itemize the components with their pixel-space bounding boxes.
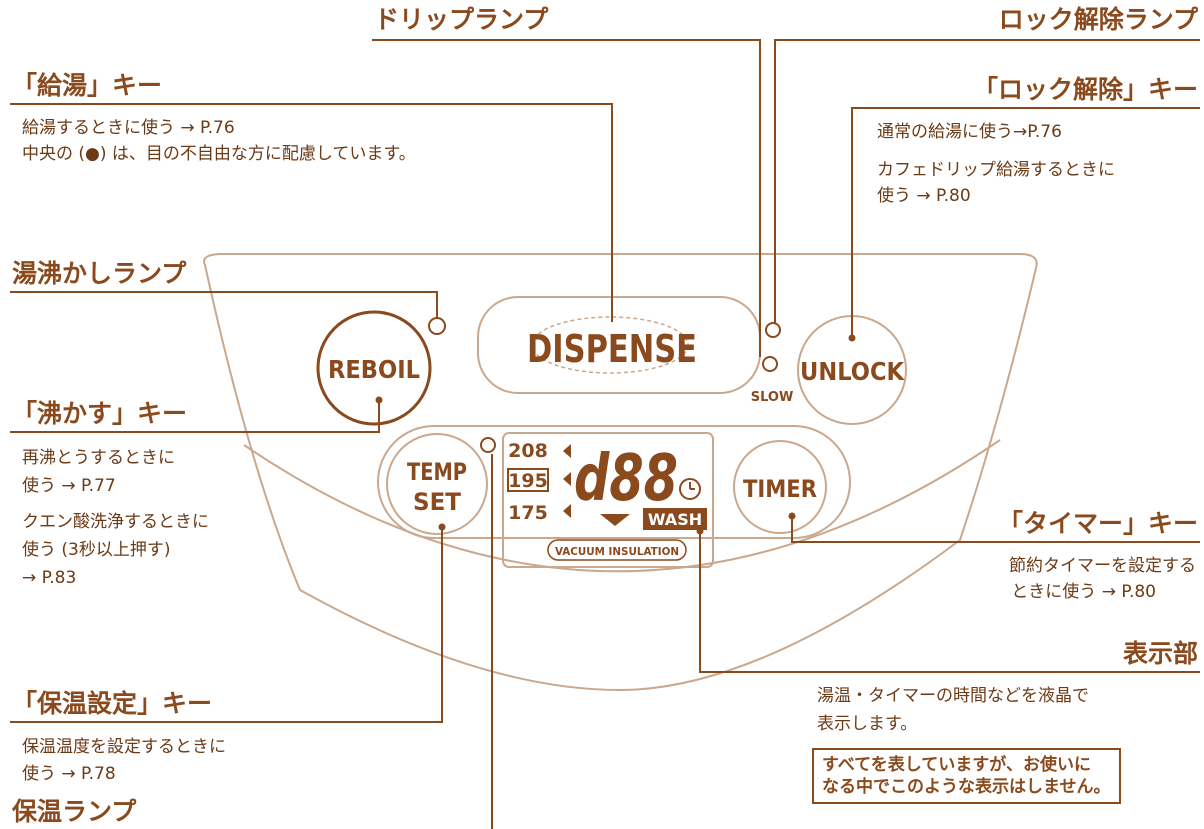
leader-temp-set bbox=[10, 527, 443, 723]
leader-timer bbox=[791, 516, 1200, 543]
panel-inner-arc bbox=[243, 439, 1001, 573]
temp-button-label-line2: SET bbox=[413, 488, 462, 516]
lcd-arrow-208 bbox=[563, 444, 571, 458]
lcd-temp-208: 208 bbox=[508, 440, 548, 462]
keep-warm-lamp-title: 保温ランプ bbox=[12, 797, 137, 826]
timer-key-desc-line1: 節約タイマーを設定する bbox=[1009, 556, 1196, 576]
reboil-button-label: REBOIL bbox=[328, 355, 420, 384]
reboil-key-desc-line1: 再沸とうするときに bbox=[22, 448, 175, 468]
display-title: 表示部 bbox=[1122, 639, 1198, 668]
leader-display bbox=[699, 531, 1200, 673]
drip-lamp-title: ドリップランプ bbox=[374, 5, 549, 34]
leader-unlock-key bbox=[851, 107, 1200, 338]
leader-unlock-lamp bbox=[774, 39, 1200, 323]
reboil-key-desc-line3: クエン酸洗浄するときに bbox=[22, 512, 209, 532]
temp-set-button-shape bbox=[386, 433, 488, 535]
dispense-button-label: DISPENSE bbox=[527, 327, 697, 371]
unlock-lamp-shape bbox=[765, 322, 781, 338]
unlock-button-label: UNLOCK bbox=[800, 357, 905, 386]
lcd-down-triangle bbox=[600, 514, 630, 526]
reboil-key-title: 「沸かす」キー bbox=[12, 399, 188, 428]
lcd-vacuum-pill bbox=[547, 539, 687, 561]
lcd-clock-icon bbox=[679, 478, 701, 500]
lcd-wash: WASH bbox=[648, 510, 702, 529]
dispense-tactile-dot bbox=[531, 316, 689, 374]
lcd-temp-195: 195 bbox=[508, 470, 548, 492]
dispense-key-desc-line2: 中央の (●) は、目の不自由な方に配慮しています。 bbox=[22, 144, 416, 164]
display-note-line2: なる中でこのような表示はしません。 bbox=[822, 777, 1111, 798]
dispense-key-desc-line1: 給湯するときに使う → P.76 bbox=[22, 118, 235, 138]
leader-reboil-key bbox=[10, 400, 380, 433]
unlock-key-desc-line1: 通常の給湯に使う→P.76 bbox=[877, 122, 1062, 142]
leader-dispense bbox=[10, 103, 613, 322]
lcd-195-box bbox=[507, 468, 549, 492]
timer-button-shape bbox=[733, 440, 827, 534]
display-note-box: すべてを表していますが、お使いに なる中でこのような表示はしません。 bbox=[812, 748, 1121, 805]
keep-warm-lamp-shape bbox=[480, 437, 496, 453]
dispense-key-title: 「給湯」キー bbox=[12, 71, 163, 100]
display-desc-line1: 湯温・タイマーの時間などを液晶で bbox=[817, 686, 1089, 706]
leader-drip-lamp bbox=[372, 39, 761, 357]
lcd-arrow-195 bbox=[563, 472, 571, 486]
unlock-key-title: 「ロック解除」キー bbox=[972, 75, 1198, 104]
timer-key-desc-line2: ときに使う → P.80 bbox=[1011, 582, 1156, 602]
reboil-lamp-shape bbox=[428, 317, 446, 335]
lcd-digits: d88 bbox=[574, 442, 678, 516]
panel-outline bbox=[203, 253, 1038, 692]
display-desc-line2: 表示します。 bbox=[817, 714, 918, 734]
drip-lamp-shape bbox=[762, 356, 778, 372]
slow-label: SLOW bbox=[751, 390, 794, 405]
display-note-line1: すべてを表していますが、お使いに bbox=[822, 755, 1091, 775]
unlock-key-desc-line2: カフェドリップ給湯するときに bbox=[877, 160, 1115, 180]
unlock-lamp-title: ロック解除ランプ bbox=[998, 5, 1198, 34]
reboil-key-desc-line2: 使う → P.77 bbox=[22, 476, 116, 496]
unlock-key-desc-line3: 使う → P.80 bbox=[877, 186, 971, 206]
reboil-button-shape bbox=[316, 310, 432, 426]
lcd-arrow-175 bbox=[563, 504, 571, 518]
reboil-key-desc-line5: → P.83 bbox=[22, 568, 77, 588]
lower-control-pill bbox=[377, 425, 851, 539]
temp-set-key-title: 「保温設定」キー bbox=[12, 689, 213, 718]
temp-button-label-line1: TEMP bbox=[407, 458, 467, 486]
lcd-wash-box bbox=[643, 508, 707, 530]
temp-set-key-desc-line1: 保温温度を設定するときに bbox=[22, 737, 226, 757]
reboil-key-desc-line4: 使う (3秒以上押す) bbox=[22, 540, 171, 560]
lcd-temp-175: 175 bbox=[508, 502, 548, 524]
timer-key-title: 「タイマー」キー bbox=[997, 509, 1198, 538]
temp-set-key-desc-line2: 使う → P.78 bbox=[22, 764, 116, 784]
reboil-lamp-title: 湯沸かしランプ bbox=[12, 259, 187, 288]
leader-reboil-lamp bbox=[10, 291, 438, 318]
lcd-vacuum-insulation: VACUUM INSULATION bbox=[555, 545, 679, 558]
lcd-frame bbox=[502, 432, 714, 568]
timer-button-label: TIMER bbox=[743, 475, 817, 503]
